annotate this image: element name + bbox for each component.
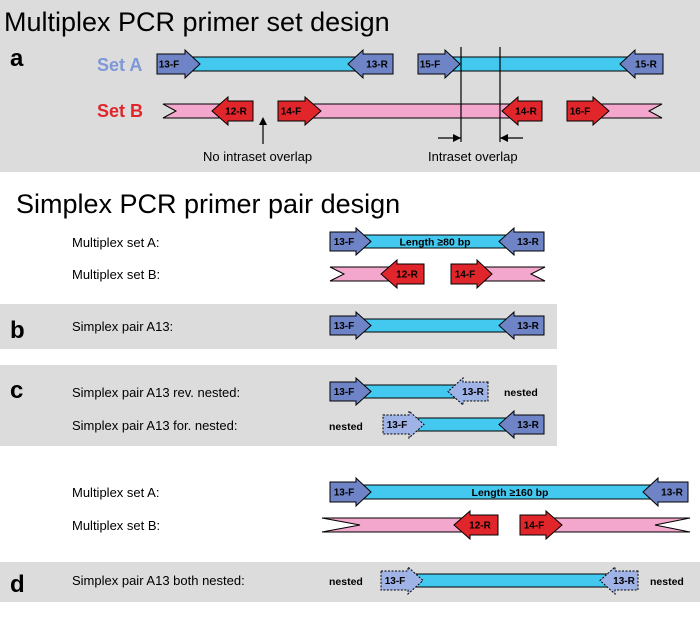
set-a-amplicon-15 xyxy=(444,56,636,72)
panel-c-letter: c xyxy=(10,377,23,404)
panel-b-amplicon xyxy=(355,318,515,333)
simplex-bottom-12r-label: 12-R xyxy=(469,521,491,532)
simplex-title: Simplex PCR primer pair design xyxy=(16,189,400,219)
simplex-bottom-13r-label: 13-R xyxy=(661,488,683,499)
panel-d-13f-nested-arrow xyxy=(380,565,424,596)
simplex-bottom-12r-arrow xyxy=(453,509,499,541)
simplex-top-12r-arrow xyxy=(380,258,425,290)
panel-c-rev-label: Simplex pair A13 rev. nested: xyxy=(72,385,240,400)
panel-b-13r-arrow xyxy=(498,310,545,341)
simplex-top-amplicon-b12 xyxy=(329,266,398,282)
simplex-top-13f-label: 13-F xyxy=(334,237,355,248)
panel-d-13r-nested-arrow xyxy=(599,565,639,596)
simplex-top-13r-arrow xyxy=(498,226,545,257)
panel-b-13f-arrow xyxy=(329,310,372,341)
set-b-primer-12r-label: 12-R xyxy=(225,107,247,118)
simplex-bottom-13f-arrow xyxy=(329,476,372,508)
panel-d-letter: d xyxy=(10,571,25,598)
simplex-top-14f-arrow xyxy=(450,258,493,290)
set-a-primer-15f-arrow xyxy=(417,48,461,80)
simplex-top-13r-label: 13-R xyxy=(517,237,539,248)
set-b-primer-16f-label: 16-F xyxy=(570,107,591,118)
panel-c-for-amplicon xyxy=(408,417,515,432)
set-a-primer-15r-arrow xyxy=(619,48,664,80)
set-b-primer-12r-arrow xyxy=(211,95,254,127)
panel-c-rev-13r-label: 13-R xyxy=(462,387,484,398)
panel-c-for-label: Simplex pair A13 for. nested: xyxy=(72,418,237,433)
panel-d-nested-word-left: nested xyxy=(329,576,363,588)
set-a-primer-15f-label: 15-F xyxy=(420,60,441,71)
panel-c-rev-13f-label: 13-F xyxy=(334,387,355,398)
set-a-primer-13f-arrow xyxy=(156,48,201,80)
simplex-bottom-length-label: Length ≥160 bp xyxy=(472,487,549,499)
set-a-primer-13r-label: 13-R xyxy=(366,60,388,71)
overlap-dim-right-head xyxy=(500,134,508,142)
panel-c-rev-13f-arrow xyxy=(329,376,372,407)
panel-c-rev-amplicon xyxy=(355,384,464,399)
set-b-primer-14r-label: 14-R xyxy=(515,107,537,118)
no-overlap-arrowhead xyxy=(259,117,267,125)
panel-c-rev-nested-word: nested xyxy=(504,387,538,399)
set-a-primer-15r-label: 15-R xyxy=(635,60,657,71)
set-b-primer-16f-arrow xyxy=(566,95,610,127)
panel-c-for-13f-nested-arrow xyxy=(382,409,425,440)
overlap-label: Intraset overlap xyxy=(428,149,518,164)
panel-c-rev-13r-nested-arrow xyxy=(447,376,489,407)
simplex-bottom-13f-label: 13-F xyxy=(334,488,355,499)
panel-d-13f-label: 13-F xyxy=(385,576,406,587)
panel-a-letter: a xyxy=(10,45,24,72)
panel-b-13f-label: 13-F xyxy=(334,321,355,332)
set-a-amplicon-13 xyxy=(184,56,364,72)
panel-d-13r-label: 13-R xyxy=(613,576,635,587)
simplex-top-14f-label: 14-F xyxy=(455,270,476,281)
set-b-label: Set B xyxy=(97,101,143,121)
simplex-top-12r-label: 12-R xyxy=(396,270,418,281)
simplex-bottom-13r-arrow xyxy=(642,476,689,508)
set-b-primer-14f-arrow xyxy=(277,95,322,127)
simplex-bottom-amplicon-b12 xyxy=(321,517,471,533)
simplex-top-multiplex-b-label: Multiplex set B: xyxy=(72,267,160,282)
panel-c-for-13r-arrow xyxy=(498,409,545,440)
simplex-top-multiplex-a-label: Multiplex set A: xyxy=(72,235,159,250)
simplex-bottom-multiplex-b-label: Multiplex set B: xyxy=(72,518,160,533)
panel-c-bg xyxy=(0,365,557,446)
set-b-amplicon-12 xyxy=(162,103,229,119)
simplex-bottom-14f-label: 14-F xyxy=(524,521,545,532)
set-b-amplicon-14 xyxy=(304,103,519,119)
simplex-bottom-14f-arrow xyxy=(519,509,563,541)
multiplex-title: Multiplex PCR primer set design xyxy=(4,7,390,37)
panel-d-label: Simplex pair A13 both nested: xyxy=(72,573,245,588)
set-a-primer-13r-arrow xyxy=(347,48,394,80)
overlap-dim-left-head xyxy=(453,134,461,142)
panel-c-for-nested-word: nested xyxy=(329,421,363,433)
set-b-primer-14r-arrow xyxy=(501,95,543,127)
panel-d-nested-word-right: nested xyxy=(650,576,684,588)
set-b-primer-14f-label: 14-F xyxy=(281,107,302,118)
simplex-top-length-label: Length ≥80 bp xyxy=(399,237,470,249)
panel-c-for-13f-label: 13-F xyxy=(387,420,408,431)
panel-c-for-13r-label: 13-R xyxy=(517,420,539,431)
simplex-bottom-multiplex-a-label: Multiplex set A: xyxy=(72,485,159,500)
simplex-top-13f-arrow xyxy=(329,226,372,257)
multiplex-panel-bg xyxy=(0,0,700,172)
simplex-bottom-amplicon-b14 xyxy=(545,517,691,533)
panel-b-label: Simplex pair A13: xyxy=(72,319,173,334)
panel-b-letter: b xyxy=(10,317,25,344)
panel-b-13r-label: 13-R xyxy=(517,321,539,332)
panel-d-amplicon xyxy=(407,573,616,588)
set-a-primer-13f-label: 13-F xyxy=(159,60,180,71)
set-a-label: Set A xyxy=(97,55,142,75)
no-overlap-label: No intraset overlap xyxy=(203,149,312,164)
